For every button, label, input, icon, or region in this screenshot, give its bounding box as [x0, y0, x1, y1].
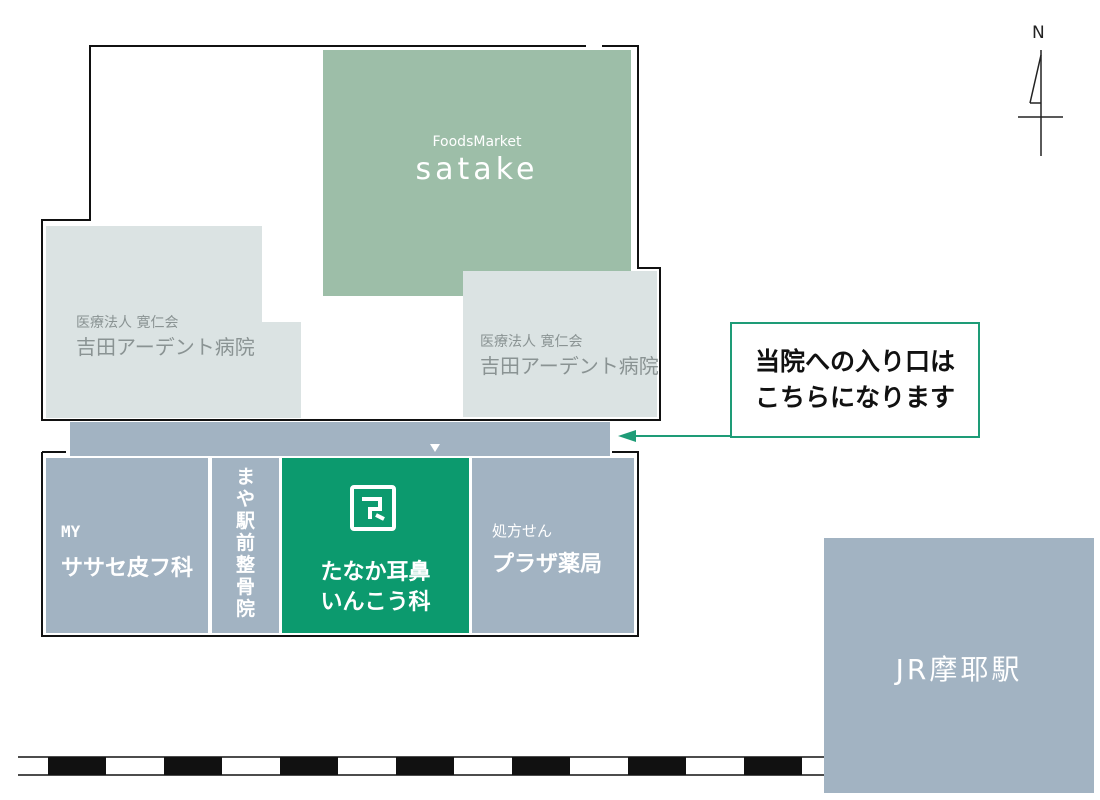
satake-block: FoodsMarket satake [323, 50, 631, 296]
hospital-left-name: 吉田アーデント病院 [76, 335, 255, 359]
shop-plaza-line2: プラザ薬局 [492, 552, 603, 577]
clinic-logo-icon [350, 485, 396, 531]
railway-segment [396, 757, 454, 775]
satake-name: satake [415, 152, 539, 187]
satake-brand: FoodsMarket [432, 134, 522, 150]
hospital-right-block: 医療法人 寛仁会 吉田アーデント病院 [463, 271, 659, 417]
shop-tanaka-line2: いんこう科 [320, 590, 431, 615]
hospital-left-upper [46, 226, 262, 326]
railway-segment [164, 757, 222, 775]
railway-track [18, 756, 826, 776]
compass-label: N [1032, 23, 1045, 43]
shop-maya-char: 駅 [235, 510, 255, 532]
hospital-right-sub: 医療法人 寛仁会 [480, 334, 583, 350]
railway-segment [48, 757, 106, 775]
railway-segment [280, 757, 338, 775]
railway-segment [744, 757, 802, 775]
callout-line1: 当院への入り口は [754, 347, 955, 376]
shop-maya-char: ま [235, 466, 255, 488]
hospital-left-sub: 医療法人 寛仁会 [76, 315, 179, 331]
lower-building-outline [41, 451, 639, 637]
entrance-marker-icon [430, 444, 440, 452]
shop-plaza-line1: 処方せん [492, 522, 553, 540]
shop-sasase-line1: MY [61, 522, 81, 541]
railway-segment [512, 757, 570, 775]
shop-maya-char: や [235, 488, 255, 510]
railway-segment [628, 757, 686, 775]
shop-maya: まや駅前整骨院 [212, 458, 279, 633]
shop-maya-char: 前 [235, 532, 255, 554]
shop-sasase-line2: ササセ皮フ科 [61, 556, 194, 581]
callout-line2: こちらになります [754, 383, 955, 412]
hospital-right-name: 吉田アーデント病院 [480, 354, 659, 378]
shop-tanaka: たなか耳鼻 いんこう科 [282, 458, 469, 633]
shop-tanaka-line1: たなか耳鼻 [320, 560, 431, 585]
station-block: JR摩耶駅 [824, 538, 1094, 793]
shop-sasase: MY ササセ皮フ科 [46, 458, 208, 633]
shop-plaza: 処方せん プラザ薬局 [472, 458, 634, 633]
hospital-left-lower [46, 322, 301, 418]
shop-maya-char: 整 [235, 554, 255, 576]
entrance-callout: 当院への入り口は こちらになります [730, 322, 980, 438]
compass-icon [1018, 50, 1063, 156]
corridor [70, 422, 610, 456]
shop-maya-label: まや駅前整骨院 [212, 466, 279, 620]
entrance-arrow-icon [618, 430, 730, 442]
shop-maya-char: 骨 [235, 576, 255, 598]
station-name: JR摩耶駅 [895, 653, 1023, 686]
upper-building-outline [41, 45, 661, 421]
shop-maya-char: 院 [235, 598, 255, 620]
